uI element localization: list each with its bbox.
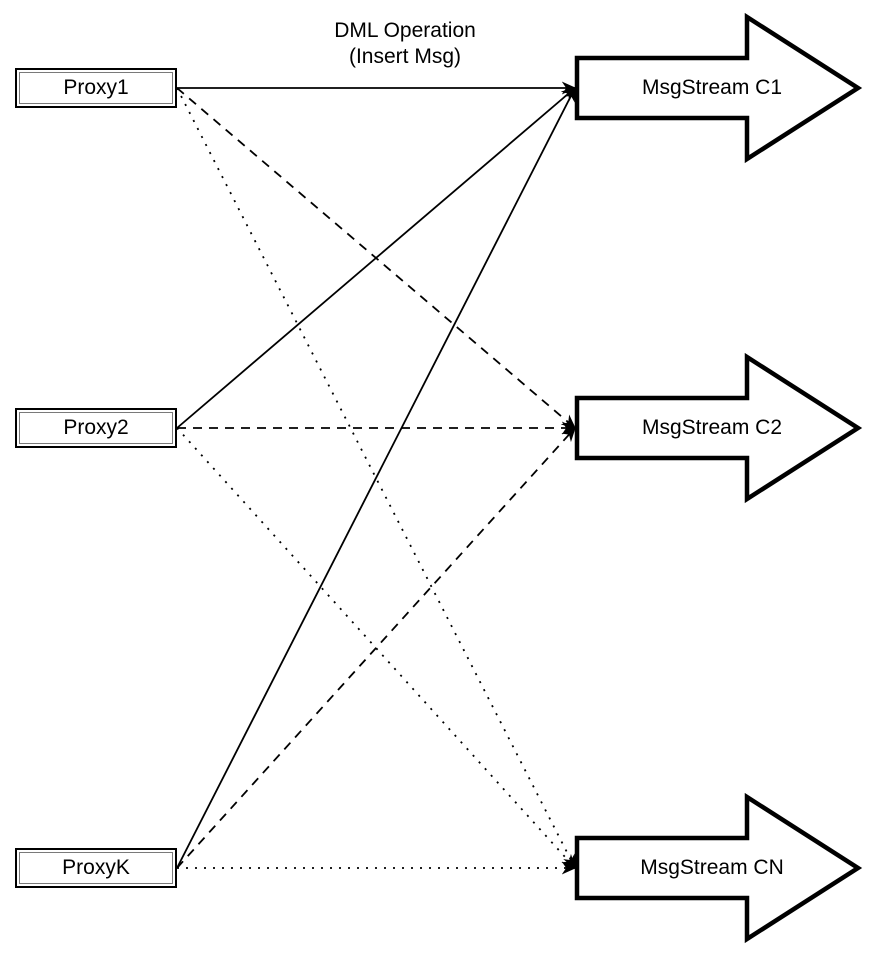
diagram-title: DML Operation (Insert Msg) — [255, 18, 555, 70]
proxy-box-proxy1-label: Proxy1 — [63, 76, 128, 100]
stream-arrow-cn — [577, 797, 858, 939]
proxy-box-proxy1: Proxy1 — [15, 68, 177, 108]
proxy-box-proxy2-label: Proxy2 — [63, 416, 128, 440]
diagram-title-line2: (Insert Msg) — [349, 45, 461, 68]
diagram-title-line1: DML Operation — [334, 19, 476, 42]
proxy-box-proxyk-label: ProxyK — [62, 856, 130, 880]
stream-arrow-c1 — [577, 17, 858, 159]
proxy-box-proxyk: ProxyK — [15, 848, 177, 888]
stream-arrow-c2 — [577, 357, 858, 499]
proxy-box-proxy2: Proxy2 — [15, 408, 177, 448]
